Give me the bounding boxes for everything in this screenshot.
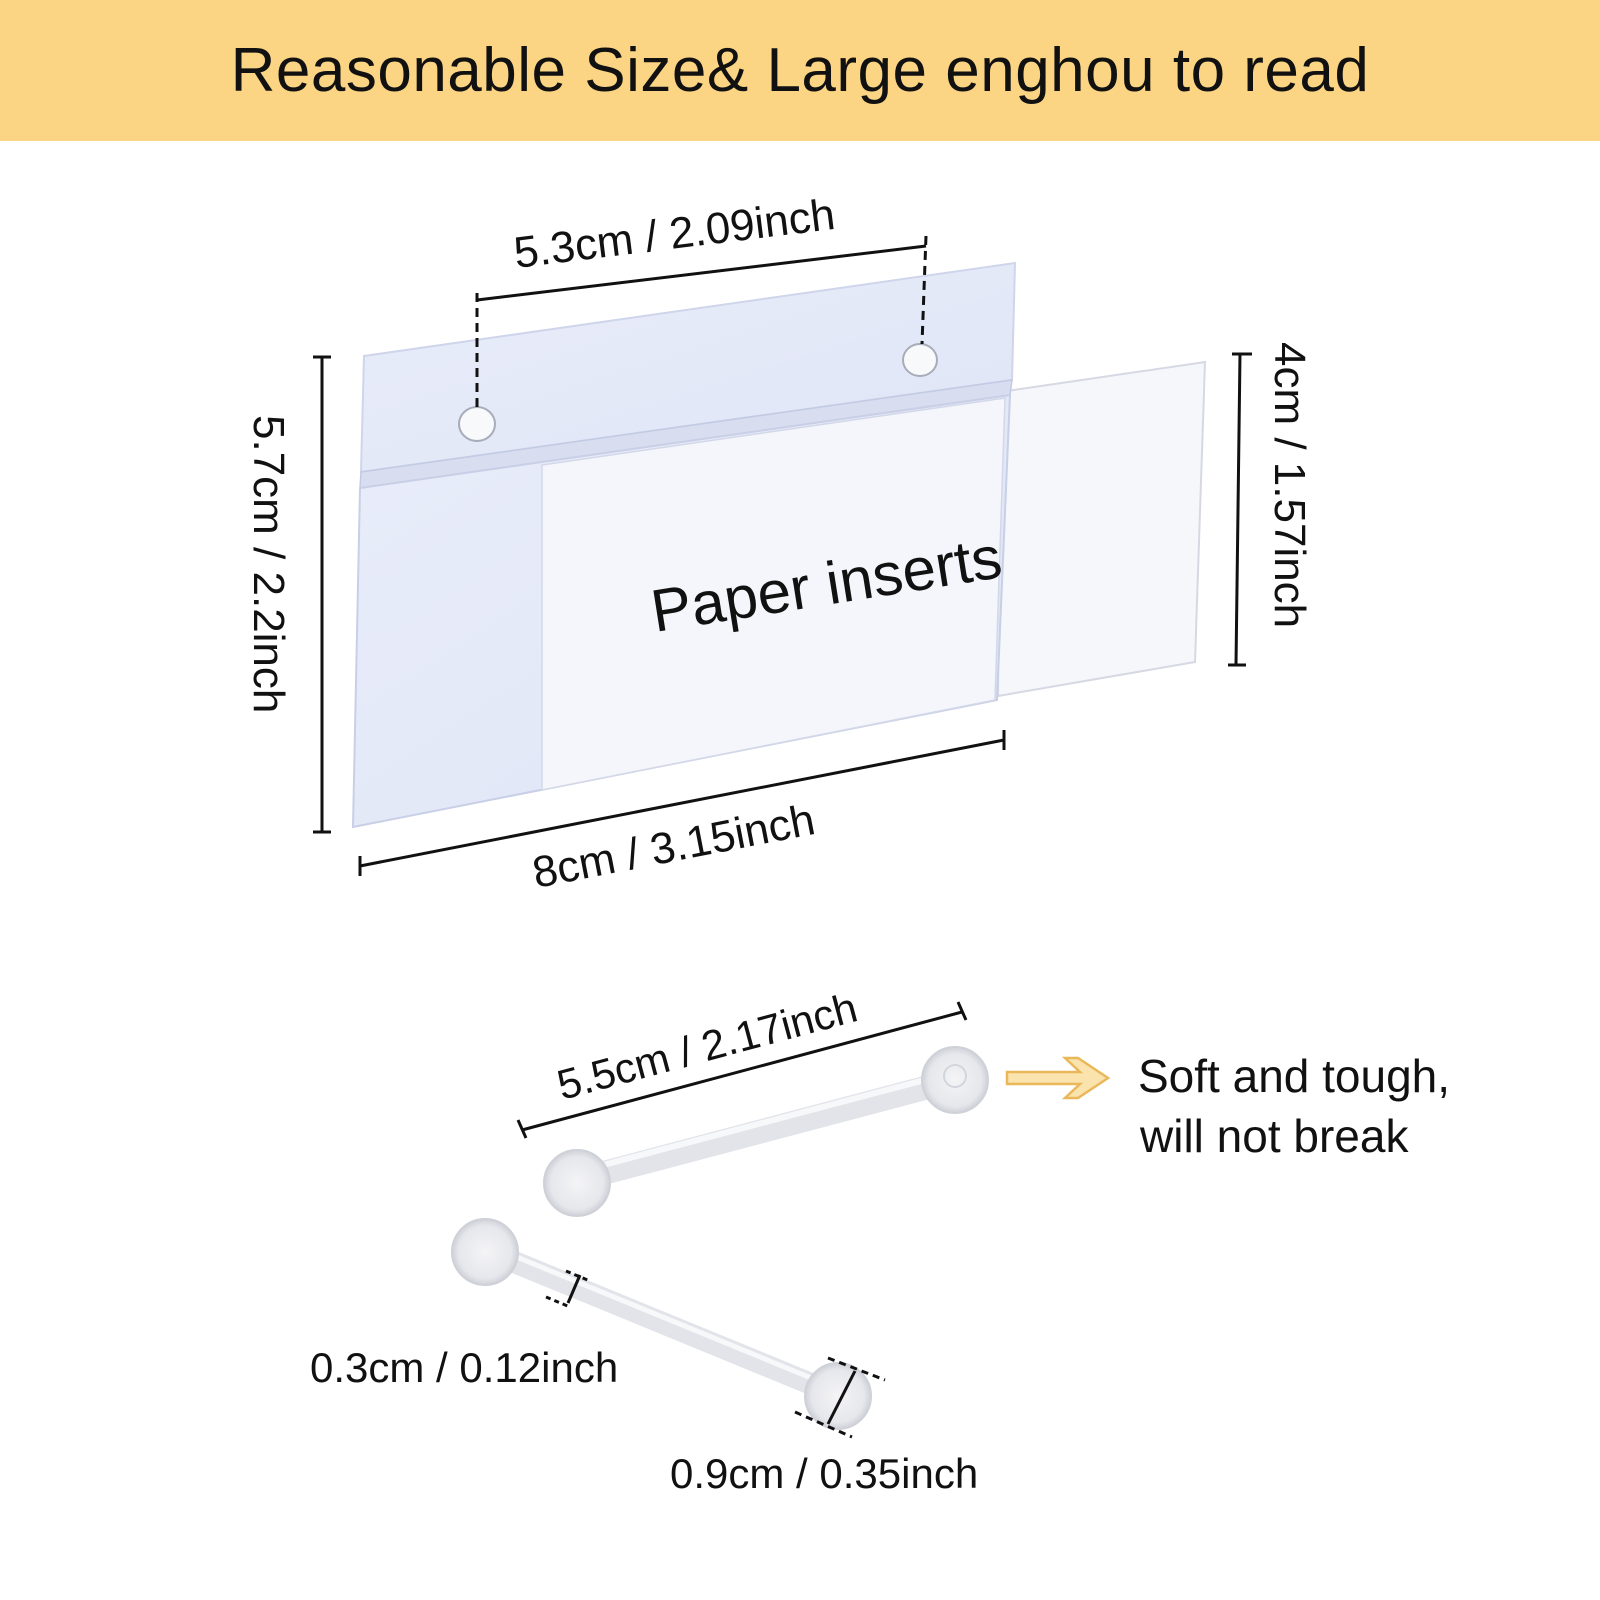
paper-insert-right (996, 360, 1207, 698)
height-label: 5.7cm / 2.2inch (244, 415, 293, 713)
paper-insert (541, 397, 1006, 791)
pin-length-label: 5.5cm / 2.17inch (552, 984, 862, 1109)
hole-spacing-label: 5.3cm / 2.09inch (511, 190, 837, 278)
feature-line-1: Soft and tough, (1138, 1050, 1450, 1102)
title-banner: Reasonable Size& Large enghou to read (0, 0, 1600, 141)
label-holder: Paper inserts (351, 261, 1207, 829)
shaft-diameter-label: 0.3cm / 0.12inch (310, 1344, 618, 1391)
title-text: Reasonable Size& Large enghou to read (230, 36, 1370, 105)
dimension-lines (313, 235, 1252, 876)
insert-height-label: 4cm / 1.57inch (1265, 342, 1314, 628)
pin-dimension-lines (516, 1001, 968, 1439)
feature-line-2: will not break (1139, 1110, 1409, 1162)
hole-right (902, 343, 938, 377)
width-label: 8cm / 3.15inch (529, 795, 819, 898)
hole-left (458, 406, 496, 442)
arrow-right-icon (1005, 1056, 1111, 1100)
pin-top (543, 1046, 989, 1217)
head-diameter-label: 0.9cm / 0.35inch (670, 1450, 978, 1497)
pin-bottom (451, 1218, 872, 1430)
